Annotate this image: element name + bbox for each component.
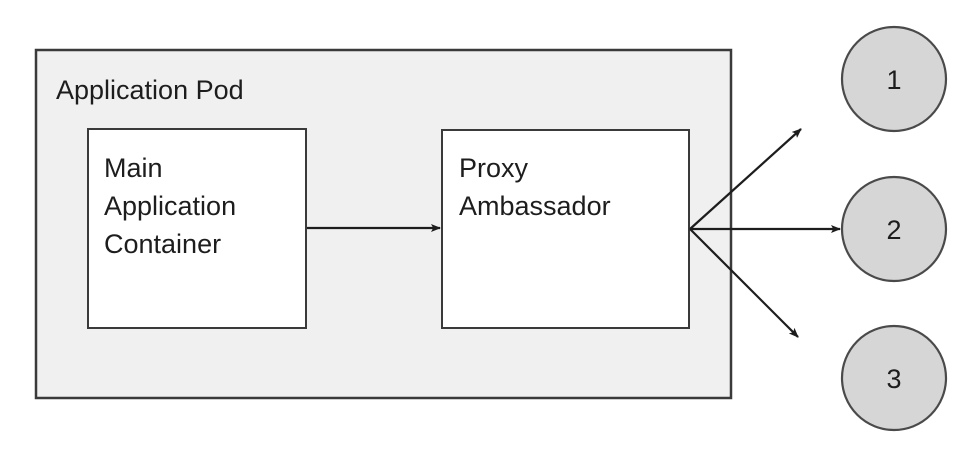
service-1-label: 1 [886, 65, 901, 95]
service-1-node[interactable]: 1 [840, 25, 948, 133]
main-application-container-label-line-1: Main [104, 153, 163, 183]
arrow-proxy-to-service-3 [689, 228, 799, 338]
main-application-container-label-line-2: Application [104, 191, 236, 221]
service-2-label: 2 [886, 215, 901, 245]
arrow-proxy-to-service-1 [689, 128, 802, 230]
main-application-container[interactable]: Main Application Container [87, 128, 307, 329]
service-2-node[interactable]: 2 [840, 175, 948, 283]
service-3-label: 3 [886, 364, 901, 394]
service-1-circle [840, 25, 948, 133]
service-2-circle [840, 175, 948, 283]
main-application-container-box [87, 128, 307, 329]
proxy-ambassador-label-line-2: Ambassador [459, 191, 611, 221]
proxy-ambassador-container[interactable]: Proxy Ambassador [441, 129, 690, 329]
application-pod-label: Application Pod [56, 75, 244, 105]
main-application-container-label-line-3: Container [104, 229, 221, 259]
service-3-node[interactable]: 3 [840, 324, 948, 432]
proxy-ambassador-label-line-1: Proxy [459, 153, 529, 183]
proxy-ambassador-container-box [441, 129, 690, 329]
service-3-circle [840, 324, 948, 432]
